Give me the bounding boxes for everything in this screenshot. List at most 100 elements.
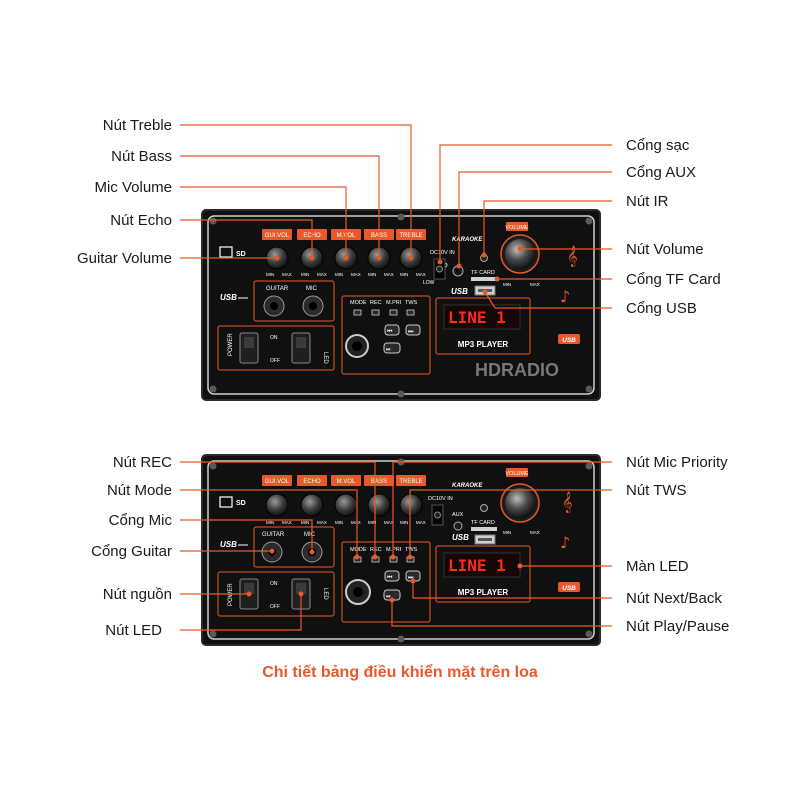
prev-button[interactable] xyxy=(384,570,400,582)
off-label: OFF xyxy=(270,358,280,364)
karaoke-logo: KARAOKE xyxy=(452,237,483,243)
callout-volume: Nút Volume xyxy=(626,241,704,258)
leader-ir xyxy=(483,200,612,255)
play-pause-button[interactable] xyxy=(383,342,401,354)
callout-mic-priority: Nút Mic Priority xyxy=(626,454,728,471)
mic-priority-button[interactable] xyxy=(389,309,398,316)
led-display xyxy=(443,552,521,578)
usb-logo: USB xyxy=(220,293,237,302)
mic-volume-knob[interactable] xyxy=(334,493,358,517)
max-label: MAX xyxy=(317,272,327,277)
max-label: MAX xyxy=(351,520,361,525)
callout-mode: Nút Mode xyxy=(107,482,172,499)
bass-knob[interactable] xyxy=(367,493,391,517)
treble-clef-icon: 𝄞 xyxy=(567,246,578,267)
leader-mic-volume xyxy=(180,186,347,258)
leader-play-pause xyxy=(391,600,612,627)
max-label: MAX xyxy=(416,272,426,277)
leader-mic-jack xyxy=(180,519,313,552)
guitar-volume-knob[interactable] xyxy=(265,493,289,517)
leader-usb xyxy=(484,291,612,309)
tf-card-label: TF CARD xyxy=(471,270,495,276)
callout-tf-card: Cổng TF Card xyxy=(626,271,721,288)
mode-label: MODE xyxy=(350,300,367,306)
max-label: MAX xyxy=(282,272,292,277)
min-label: MIN xyxy=(368,272,376,277)
prev-button[interactable] xyxy=(384,324,400,336)
tf-card-slot[interactable] xyxy=(471,527,497,531)
min-label: MIN xyxy=(301,272,309,277)
sd-label: SD xyxy=(236,251,246,258)
ir-sensor xyxy=(480,504,488,512)
callouts-bottom-left: Nút REC Nút Mode Cổng Mic Cổng Guitar Nú… xyxy=(91,454,172,639)
leader-tws xyxy=(409,489,612,557)
max-label: MAX xyxy=(384,272,394,277)
music-note-icon: ♪ xyxy=(560,533,570,552)
mic-priority-label: M.PRI xyxy=(386,300,402,306)
callout-usb-port: Cổng USB xyxy=(626,300,697,317)
callouts-bottom-right: Nút Mic Priority Nút TWS Màn LED Nút Nex… xyxy=(626,454,729,635)
leader-echo xyxy=(180,219,313,258)
callout-rec: Nút REC xyxy=(113,454,172,471)
max-label: MAX xyxy=(530,530,540,535)
callout-mic-volume: Mic Volume xyxy=(94,179,172,196)
callout-next-back: Nút Next/Back xyxy=(626,590,722,607)
next-icon: ⏭ xyxy=(408,575,414,581)
callout-echo: Nút Echo xyxy=(110,212,172,229)
tws-button[interactable] xyxy=(406,309,415,316)
volume-knob[interactable] xyxy=(505,239,535,269)
mic-priority-label: M.PRI xyxy=(386,547,402,553)
callout-tws: Nút TWS xyxy=(626,482,687,499)
leader-charge xyxy=(439,144,612,262)
tws-label: TWS xyxy=(405,300,418,306)
callout-led-display: Màn LED xyxy=(626,558,689,575)
play-pause-icon: ⏯ xyxy=(386,347,391,353)
next-icon: ⏭ xyxy=(408,329,414,335)
prev-icon: ⏮ xyxy=(387,329,393,335)
knob-label-guitar-volume: GUI.VOL xyxy=(265,479,290,485)
max-label: MAX xyxy=(530,282,540,287)
on-label: ON xyxy=(270,335,278,341)
volume-label: VOLUME xyxy=(505,471,529,477)
callout-aux-port: Cổng AUX xyxy=(626,164,696,181)
volume-label: VOLUME xyxy=(505,225,529,231)
next-button[interactable] xyxy=(405,324,421,336)
led-display-text: LINE 1 xyxy=(448,556,506,575)
min-label: MIN xyxy=(266,520,274,525)
tf-card-slot[interactable] xyxy=(471,277,497,281)
aux-port[interactable] xyxy=(453,521,463,531)
echo-knob[interactable] xyxy=(300,493,324,517)
knob-label-echo: ECHO xyxy=(303,479,321,485)
max-label: MAX xyxy=(351,272,361,277)
knob-label-row: GUI.VOL ECHO M.VOL BASS TREBLE xyxy=(262,229,426,240)
min-label: MIN xyxy=(503,530,511,535)
mic-jack-label: MIC xyxy=(304,532,316,538)
karaoke-logo: KARAOKE xyxy=(452,483,483,489)
usb-logo: USB xyxy=(220,540,237,549)
usb-badge: USB xyxy=(562,337,576,344)
mode-button[interactable] xyxy=(353,309,362,316)
led-switch-label: LED xyxy=(322,588,328,600)
knob-label-mic-volume: M.VOL xyxy=(337,479,356,485)
callouts-top-left: Nút Treble Nút Bass Mic Volume Nút Echo … xyxy=(77,117,172,267)
volume-knob[interactable] xyxy=(505,488,535,518)
guitar-jack-label: GUITAR xyxy=(266,286,289,292)
dc-in-label: DC10V IN xyxy=(430,250,455,256)
treble-knob[interactable] xyxy=(399,493,423,517)
usb-badge: USB xyxy=(562,585,576,592)
min-label: MIN xyxy=(400,272,408,277)
callout-mic-jack: Cổng Mic xyxy=(109,512,173,529)
guitar-jack-label: GUITAR xyxy=(262,532,285,538)
min-label: MIN xyxy=(368,520,376,525)
leader-dots xyxy=(246,246,523,603)
min-label: MIN xyxy=(266,272,274,277)
leader-rec xyxy=(180,461,376,557)
rec-button[interactable] xyxy=(371,309,380,316)
usb-port-label: USB xyxy=(452,533,469,542)
max-label: MAX xyxy=(416,520,426,525)
rec-label: REC xyxy=(370,547,382,553)
leader-next-back xyxy=(412,581,612,599)
callout-ir: Nút IR xyxy=(626,193,669,210)
leader-aux xyxy=(458,171,612,266)
